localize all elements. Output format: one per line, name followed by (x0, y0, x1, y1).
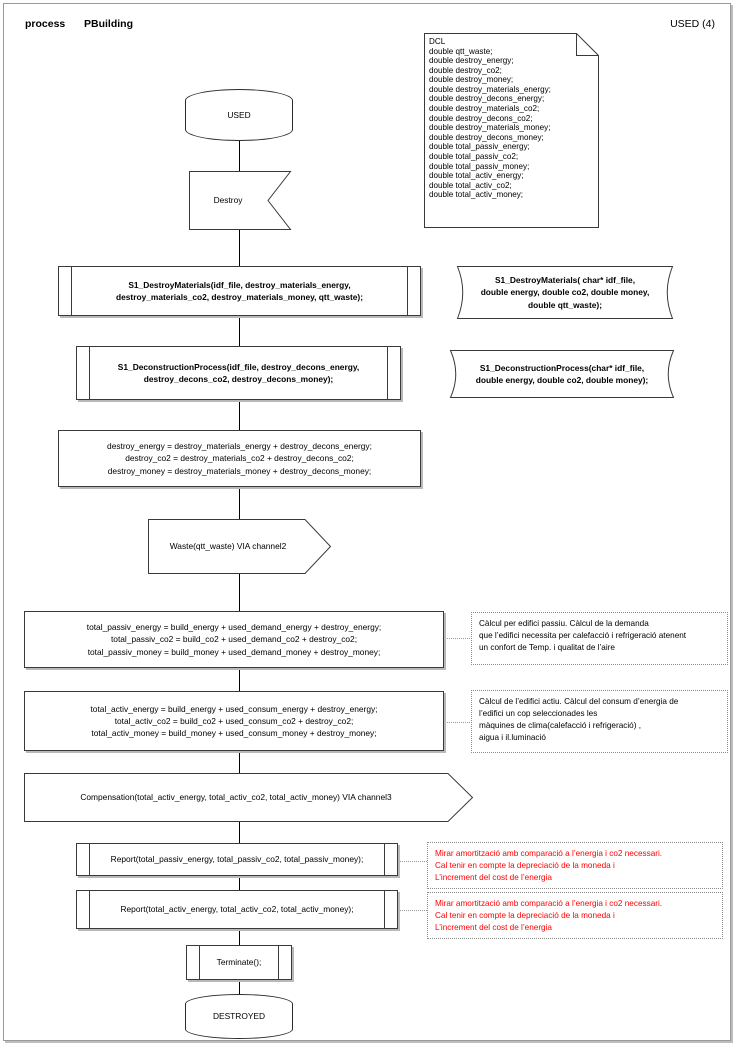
output-signal-compensation[interactable]: Compensation(total_activ_energy, total_a… (24, 773, 474, 822)
state-destroyed-label: DESTROYED (212, 1011, 266, 1022)
connector-destroymaterials-to-decons (239, 316, 240, 346)
header-state-label: USED (4) (670, 18, 715, 30)
call-destroy-materials[interactable]: S1_DestroyMaterials(idf_file, destroy_ma… (58, 266, 421, 316)
state-used[interactable]: USED (185, 89, 293, 141)
signature-deconstruction-process: S1_DeconstructionProcess(char* idf_file,… (438, 350, 686, 398)
connector-report-passiv-to-report-activ (239, 876, 240, 890)
output-shape-icon (148, 519, 332, 574)
connector-report-passiv-annotation (398, 861, 427, 862)
task-destroy-totals[interactable]: destroy_energy = destroy_materials_energ… (58, 430, 421, 487)
connector-terminate-to-destroyed (239, 980, 240, 994)
task-total-activ[interactable]: total_activ_energy = build_energy + used… (24, 691, 444, 751)
note-outline-icon (424, 33, 599, 228)
annotation-report-activ: Mirar amortització amb comparació a l’en… (427, 892, 723, 939)
call-report-activ-label: Report(total_activ_energy, total_activ_c… (120, 904, 354, 915)
signature-shape-icon (456, 266, 674, 319)
input-signal-destroy[interactable]: Destroy (189, 171, 292, 230)
call-destroy-materials-label: S1_DestroyMaterials(idf_file, destroy_ma… (115, 279, 363, 302)
connector-compensation-to-report-passiv (239, 821, 240, 843)
connector-passiv-annotation (444, 638, 472, 639)
connector-passiv-to-activ (239, 668, 240, 691)
call-report-activ[interactable]: Report(total_activ_energy, total_activ_c… (76, 890, 398, 929)
declaration-note-text: DCL double qtt_waste; double destroy_ene… (429, 37, 551, 200)
task-total-passiv-label: total_passiv_energy = build_energy + use… (86, 622, 382, 657)
state-used-label: USED (227, 109, 251, 120)
header-process-name: PBuilding (84, 18, 133, 30)
annotation-report-passiv: Mirar amortització amb comparació a l’en… (427, 842, 723, 889)
connector-decons-to-totals (239, 400, 240, 430)
connector-destroy-to-destroymaterials (239, 229, 240, 266)
connector-activ-to-compensation (239, 751, 240, 773)
connector-waste-to-passiv (239, 573, 240, 611)
signature-destroy-materials: S1_DestroyMaterials( char* idf_file, dou… (445, 266, 685, 319)
task-total-activ-label: total_activ_energy = build_energy + used… (90, 703, 378, 739)
output-shape-icon (24, 773, 474, 822)
task-destroy-totals-label: destroy_energy = destroy_materials_energ… (107, 441, 372, 476)
call-report-passiv[interactable]: Report(total_passiv_energy, total_passiv… (76, 843, 398, 876)
header-keyword: process (25, 18, 66, 30)
connector-report-activ-annotation (398, 910, 427, 911)
state-destroyed[interactable]: DESTROYED (185, 994, 293, 1039)
connector-report-activ-to-terminate (239, 929, 240, 945)
call-terminate-label: Terminate(); (216, 957, 262, 968)
call-deconstruction-process-label: S1_DeconstructionProcess(idf_file, destr… (117, 361, 360, 384)
declaration-note: DCL double qtt_waste; double destroy_ene… (424, 33, 599, 228)
call-report-passiv-label: Report(total_passiv_energy, total_passiv… (110, 854, 364, 865)
signature-shape-icon (449, 350, 675, 398)
annotation-passiv: Càlcul per edifici passiu. Càlcul de la … (471, 612, 728, 665)
connector-totals-to-waste (239, 487, 240, 519)
output-signal-waste[interactable]: Waste(qtt_waste) VIA channel2 (148, 519, 332, 574)
annotation-activ: Càlcul de l’edifici actiu. Càlcul del co… (471, 690, 728, 753)
call-terminate[interactable]: Terminate(); (186, 945, 292, 980)
task-total-passiv[interactable]: total_passiv_energy = build_energy + use… (24, 611, 444, 668)
connector-activ-annotation (444, 722, 472, 723)
input-shape-icon (189, 171, 292, 230)
connector-used-to-destroy (239, 141, 240, 171)
call-deconstruction-process[interactable]: S1_DeconstructionProcess(idf_file, destr… (76, 346, 401, 400)
